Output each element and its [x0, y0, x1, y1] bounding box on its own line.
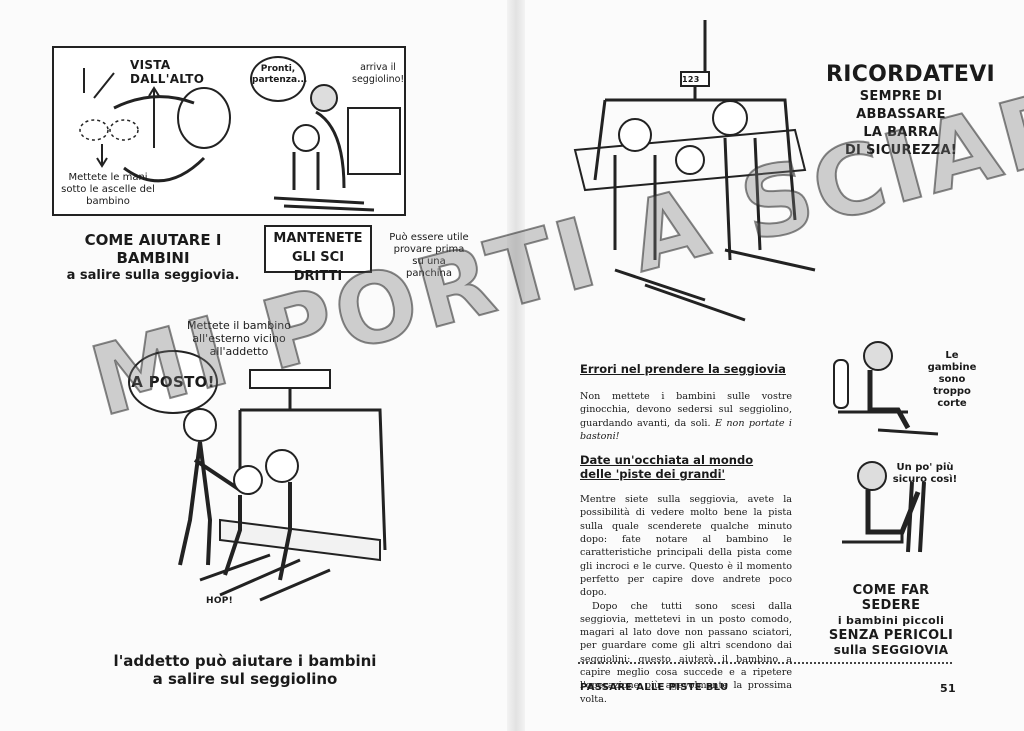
how-to-sit-caption: COME FAR SEDERE i bambini piccoli SENZA …: [826, 583, 956, 658]
note-safer: Un po' più sicuro così!: [892, 462, 958, 485]
page-number: 51: [940, 682, 956, 695]
reminder-line4: LA BARRA: [863, 125, 939, 140]
panel-title: VISTA DALL'ALTO: [130, 58, 205, 86]
section-title-look: Date un'occhiata al mondo delle 'piste d…: [580, 453, 792, 481]
bottom-caption-line2: a salire sul seggiolino: [152, 670, 338, 688]
how-to-sit-line3: SENZA PERICOLI: [828, 628, 954, 643]
look-paragraph-1: Mentre siete sulla seggiovia, avete la p…: [580, 494, 792, 599]
look-paragraph-2: Dopo che tutti sono scesi dalla seggiovi…: [580, 600, 792, 705]
panel-view-from-above: VISTA DALL'ALTO Mettete le mani sotto le…: [52, 46, 246, 216]
errors-text-italic: E non portate i bastoni!: [580, 417, 792, 442]
caption-help-children: COME AIUTARE I BAMBINI a salire sulla se…: [58, 231, 248, 285]
panel-ready-go: Pronti, partenza... arriva il seggiolino…: [244, 46, 406, 216]
chairlift-family-illustration: [573, 20, 816, 322]
chair-number: 123: [682, 75, 700, 84]
how-to-sit-line1: COME FAR SEDERE: [852, 583, 930, 613]
reminder-line3: ABBASSARE: [856, 107, 946, 122]
bench-tip: Può essere utile provare prima su una pa…: [389, 232, 469, 279]
note-legs-short: Le gambine sono troppo corte: [927, 350, 977, 409]
text-column: Errori nel prendere la seggiovia Non met…: [580, 362, 792, 706]
book-gutter: [507, 0, 525, 731]
speech-bubble-aposto: A POSTO!: [128, 350, 218, 414]
instruction-outside-near-operator: Mettete il bambino all'esterno vicino al…: [186, 319, 292, 358]
section-body-errors: Non mettete i bambini sulle vostre ginoc…: [580, 390, 792, 443]
hands-note: Mettete le mani sotto le ascelle del bam…: [61, 172, 155, 207]
how-to-sit-line4: sulla SEGGIOVIA: [833, 643, 949, 657]
reminder-safety-bar: RICORDATEVI SEMPRE DI ABBASSARE LA BARRA…: [826, 62, 996, 160]
caption-help-line2: a salire sulla seggiovia.: [66, 268, 240, 283]
chairlift-boarding-illustration: [178, 369, 387, 602]
section-title-look-line2: delle 'piste dei grandi': [580, 467, 726, 482]
reminder-line5: DI SICUREZZA!: [844, 143, 958, 158]
bottom-caption-line1: l'addetto può aiutare i bambini: [113, 652, 377, 670]
how-to-sit-line2: i bambini piccoli: [837, 614, 945, 627]
caption-help-line1: COME AIUTARE I BAMBINI: [84, 231, 222, 267]
reminder-line2: SEMPRE DI: [859, 89, 943, 104]
view-from-above-illustration: [79, 68, 231, 183]
section-body-look: Mentre siete sulla seggiovia, avete la p…: [580, 493, 792, 706]
footer-section-title: PASSARE ALLE PISTE BLU: [580, 682, 729, 693]
child-safer-illustration: [842, 461, 926, 553]
seat-arriving-note: arriva il seggiolino!: [352, 62, 405, 85]
ready-illustration: [273, 84, 401, 212]
hop-sound: HOP!: [206, 596, 234, 606]
caption-keep-skis-straight: MANTENETE GLI SCI DRITTI: [264, 225, 372, 284]
errors-text: Non mettete i bambini sulle vostre ginoc…: [580, 391, 792, 429]
footer-divider: [578, 662, 952, 664]
speech-bubble-ready: Pronti, partenza...: [250, 56, 307, 102]
child-legs-short-illustration: [833, 341, 939, 436]
section-title-errors: Errori nel prendere la seggiovia: [580, 362, 786, 376]
bottom-caption-operator: l'addetto può aiutare i bambini a salire…: [110, 652, 380, 688]
reminder-line1: RICORDATEVI: [826, 62, 996, 87]
section-title-look-line1: Date un'occhiata al mondo: [580, 453, 754, 468]
